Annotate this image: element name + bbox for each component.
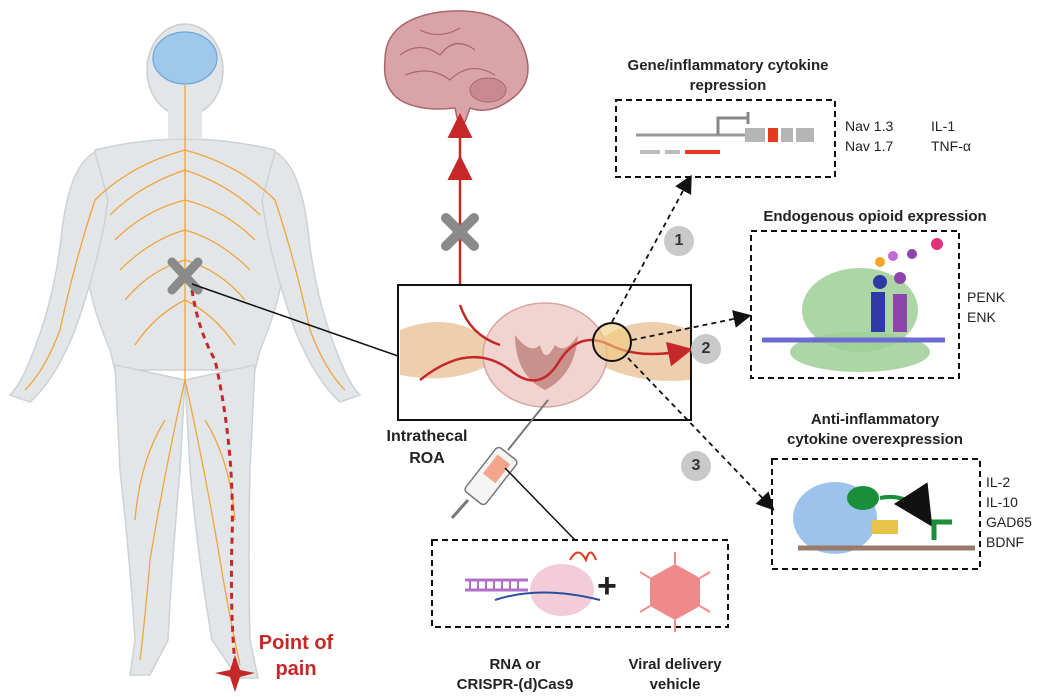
arrow-to-gene-box: [611, 174, 692, 323]
antiinflam-target-bdnf: BDNF: [986, 534, 1025, 550]
payload-viral-label: Viral delivery vehicle: [610, 655, 740, 695]
syringe-to-payload-line: [504, 467, 576, 541]
cas9-icon: [494, 551, 601, 616]
pain-line1: Point of: [258, 632, 334, 654]
pain-line2: pain: [275, 658, 317, 680]
antiinflam-title-line1: Anti-inflammatory: [810, 411, 940, 428]
payload-viral-line2: vehicle: [649, 676, 701, 693]
body-brain-icon: [152, 31, 218, 85]
payload-viral-line1: Viral delivery: [628, 656, 722, 673]
plus-sign: +: [597, 567, 617, 605]
opioid-box-title: Endogenous opioid expression: [763, 208, 987, 225]
gene-target-nav13: Nav 1.3: [845, 118, 894, 134]
rna-icon: [465, 578, 528, 592]
route-line1: Intrathecal: [386, 428, 468, 445]
arrow-to-opioid-box: [631, 310, 752, 341]
gene-target-il1: IL-1: [931, 118, 956, 134]
antiinflam-title-line2: cytokine overexpression: [787, 431, 963, 448]
nervous-system: [24, 85, 346, 666]
payload-rna-label: RNA or CRISPR-(d)Cas9: [445, 655, 585, 695]
antiinflam-box-title: Anti-inflammatory cytokine overexpressio…: [760, 410, 990, 450]
spinal-cord-cross-section: [400, 302, 693, 408]
gene-track-graphic: [636, 112, 814, 154]
crispra-graphic: [793, 482, 975, 554]
ribosome-graphic: [762, 238, 945, 372]
syringe-icon: [450, 399, 549, 519]
viral-vector-icon: [639, 552, 711, 632]
antiinflam-target-il2: IL-2: [986, 474, 1011, 490]
pain-point-icon: [215, 655, 255, 692]
step-badge-3: 3: [681, 451, 711, 481]
route-label: Intrathecal ROA: [372, 426, 482, 470]
antiinflam-box: [771, 458, 981, 570]
payload-rna-line1: RNA or: [489, 656, 541, 673]
gene-repression-box: [615, 99, 836, 178]
step-badge-2: 2: [691, 334, 721, 364]
step-badge-1: 1: [664, 226, 694, 256]
antiinflam-target-gad65: GAD65: [986, 514, 1032, 530]
drg-highlight-circle: [592, 322, 632, 362]
gene-target-nav17: Nav 1.7: [845, 138, 894, 154]
pain-label: Point of pain: [236, 630, 356, 682]
antiinflam-target-il10: IL-10: [986, 494, 1018, 510]
payload-rna-line2: CRISPR-(d)Cas9: [456, 676, 574, 693]
opioid-expression-box: [750, 230, 960, 379]
payload-box: [431, 539, 729, 628]
gene-box-title: Gene/inflammatory cytokine repression: [578, 56, 878, 96]
pain-pathway-body: [190, 289, 237, 666]
gene-title-line2: repression: [689, 77, 767, 94]
brain-icon: [383, 10, 529, 123]
opioid-target-penk: PENK: [967, 289, 1006, 305]
arrow-to-antiinflam-box: [627, 357, 775, 511]
body-to-inset-line: [191, 283, 399, 357]
gene-title-line1: Gene/inflammatory cytokine: [627, 57, 829, 74]
brain-block-x-icon: [441, 213, 479, 251]
opioid-target-enk: ENK: [967, 309, 996, 325]
gene-target-tnfa: TNF-α: [931, 138, 971, 154]
route-line2: ROA: [409, 450, 445, 467]
